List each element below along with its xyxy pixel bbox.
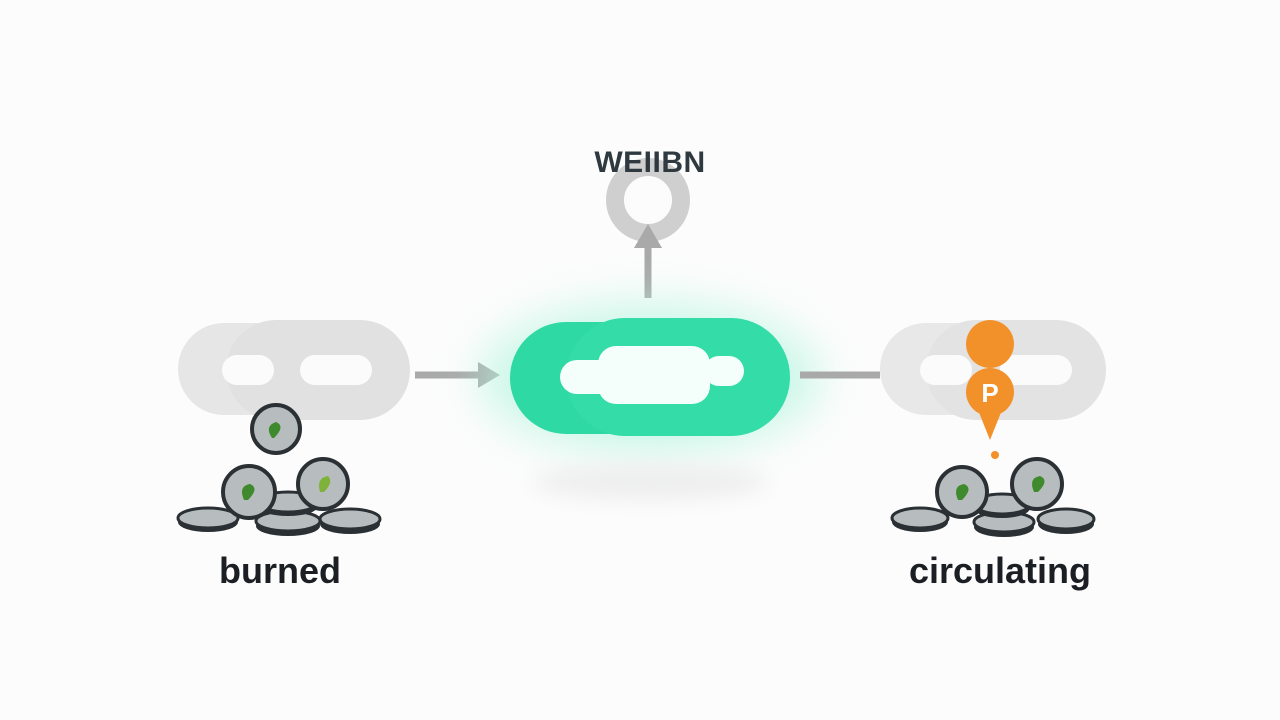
center-chain-icon — [480, 303, 820, 500]
coin-flat — [1036, 507, 1096, 534]
coin-flat — [890, 506, 950, 532]
coin-flat — [972, 510, 1036, 537]
coin-upright — [250, 403, 302, 455]
circulating-label: circulating — [908, 550, 1092, 591]
up-arrow-head — [634, 224, 662, 248]
coin-upright — [296, 457, 350, 511]
coin-upright — [221, 464, 277, 520]
location-marker-icon: P — [966, 320, 1015, 459]
right-coin-pile — [890, 457, 1096, 537]
coin-upright — [1010, 457, 1064, 511]
coin-flat — [254, 509, 322, 536]
hook-icon — [605, 158, 691, 242]
coin-flat — [318, 507, 382, 534]
top-node — [605, 158, 691, 298]
burned-label: burned — [219, 550, 341, 591]
coin-upright — [935, 465, 989, 519]
marker-letter: P — [981, 378, 998, 408]
left-coin-pile — [176, 403, 382, 536]
coin-flat — [176, 506, 240, 532]
top-node-label: WEIIBN — [594, 146, 706, 179]
center-shadow — [532, 464, 768, 500]
left-chain-icon — [178, 320, 410, 420]
